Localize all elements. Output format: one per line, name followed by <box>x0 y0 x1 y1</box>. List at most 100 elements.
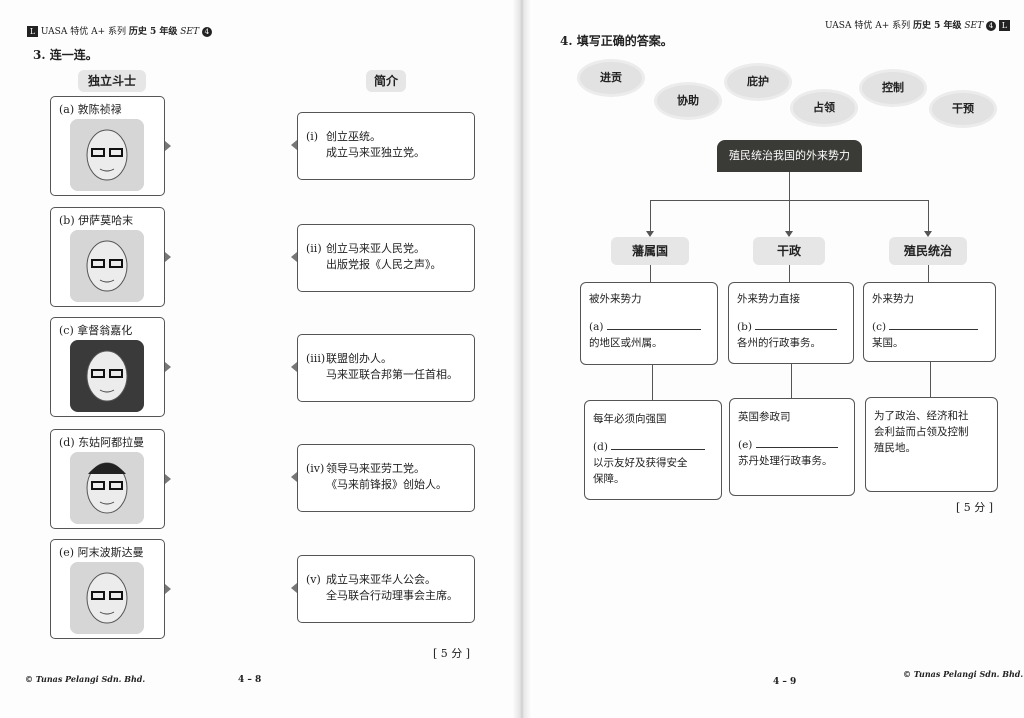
description-line: 创立马来亚人民党。 <box>326 242 425 255</box>
fighter-name: (b) 伊萨莫哈末 <box>59 212 133 228</box>
connect-point-right[interactable] <box>165 474 171 484</box>
fighter-name-text: 拿督翁嘉化 <box>77 324 133 337</box>
description-line: 《马来前锋报》创始人。 <box>326 478 447 491</box>
answer-row: (c) <box>872 319 987 335</box>
connect-point-right[interactable] <box>165 252 171 262</box>
answer-blank[interactable] <box>889 320 979 330</box>
box-text: 殖民地。 <box>874 442 916 454</box>
blank-label: (b) <box>737 321 752 333</box>
blank-label: (e) <box>738 439 753 451</box>
connect-point-left[interactable] <box>291 583 297 593</box>
answer-row: (d) <box>593 439 713 455</box>
fighter-card: (c) 拿督翁嘉化 <box>50 317 165 417</box>
answer-blank[interactable] <box>755 438 838 448</box>
fighter-name: (e) 阿末波斯达曼 <box>59 544 144 560</box>
set-number-badge: 4 <box>201 26 212 37</box>
answer-blank[interactable] <box>755 320 838 330</box>
fighter-card: (d) 东姑阿都拉曼 <box>50 429 165 529</box>
page-number: 4 – 8 <box>238 675 262 685</box>
publisher-logo: L <box>27 26 38 37</box>
box-text: 苏丹处理行政事务。 <box>738 455 833 467</box>
diagram-title: 殖民统治我国的外来势力 <box>717 140 862 172</box>
box-text: 外来势力直接 <box>737 293 800 305</box>
description-line: 出版党报《人民之声》。 <box>326 258 442 271</box>
book-spine <box>512 0 532 718</box>
answer-row: (e) <box>738 437 846 453</box>
fighter-name: (a) 敦陈祯禄 <box>59 101 122 117</box>
description-card: (ii) 创立马来亚人民党。 出版党报《人民之声》。 <box>297 224 475 292</box>
fighter-name: (c) 拿督翁嘉化 <box>59 322 132 338</box>
category-pill: 殖民统治 <box>889 237 967 265</box>
box-text: 保障。 <box>593 473 625 485</box>
connect-point-left[interactable] <box>291 252 297 262</box>
description-line: 马来亚联合邦第一任首相。 <box>326 368 458 381</box>
answer-row: (b) <box>737 319 845 335</box>
connect-point-right[interactable] <box>165 141 171 151</box>
fighter-name-text: 伊萨莫哈末 <box>78 214 134 227</box>
category-pill: 干政 <box>753 237 825 265</box>
question-4: 4. 填写正确的答案。 <box>560 34 673 48</box>
box-text: 某国。 <box>872 337 904 349</box>
box-text: 会利益而占领及控制 <box>874 426 969 438</box>
header-set: SET <box>180 27 200 37</box>
marks: [ 5 分 ] <box>956 501 994 514</box>
blank-label: (c) <box>872 321 887 333</box>
box-text: 外来势力 <box>872 293 914 305</box>
connector <box>652 365 653 400</box>
header-subject: 历史 5 年级 <box>128 27 178 37</box>
info-box-bottom: 每年必须向强国 (d) 以示友好及获得安全 保障。 <box>584 400 722 500</box>
arrow-down-icon <box>785 231 793 237</box>
connector <box>650 200 651 232</box>
info-box-bottom: 英国参政司 (e) 苏丹处理行政事务。 <box>729 398 855 496</box>
box-text: 英国参政司 <box>738 411 791 423</box>
heading-fighters: 独立斗士 <box>78 70 146 92</box>
description-card: (iv)领导马来亚劳工党。 《马来前锋报》创始人。 <box>297 444 475 512</box>
page-number: 4 – 9 <box>773 677 797 687</box>
description-line: 全马联合行动理事会主席。 <box>326 589 458 602</box>
box-text: 各州的行政事务。 <box>737 337 821 349</box>
connect-point-left[interactable] <box>291 362 297 372</box>
word-bank-cloud: 进贡 <box>580 62 642 94</box>
blank-label: (a) <box>589 321 604 333</box>
description-line: 成立马来亚华人公会。 <box>326 573 436 586</box>
box-text: 的地区或州属。 <box>589 337 663 349</box>
page-header: L UASA 特优 A+ 系列 历史 5 年级 SET 4 <box>27 24 212 37</box>
description-label: (ii) <box>306 242 322 255</box>
fighter-label: (b) <box>59 214 75 227</box>
answer-blank[interactable] <box>611 440 706 450</box>
portrait-image <box>70 119 144 191</box>
connector <box>928 265 929 282</box>
connect-point-left[interactable] <box>291 472 297 482</box>
description-line: 领导马来亚劳工党。 <box>326 462 425 475</box>
connector <box>930 362 931 397</box>
description-card: (iii)联盟创办人。 马来亚联合邦第一任首相。 <box>297 334 475 402</box>
connect-point-right[interactable] <box>165 584 171 594</box>
connector <box>789 265 790 282</box>
blank-label: (d) <box>593 441 608 453</box>
heading-descriptions: 简介 <box>366 70 406 92</box>
box-text: 被外来势力 <box>589 293 642 305</box>
box-text: 以示友好及获得安全 <box>593 457 688 469</box>
description-label: (iv) <box>306 462 325 475</box>
answer-blank[interactable] <box>606 320 701 330</box>
portrait-image <box>70 340 144 412</box>
description-line: 成立马来亚独立党。 <box>326 146 425 159</box>
description-card: (v) 成立马来亚华人公会。 全马联合行动理事会主席。 <box>297 555 475 623</box>
box-text: 每年必须向强国 <box>593 413 667 425</box>
fighter-name-text: 敦陈祯禄 <box>77 103 122 116</box>
word-bank-cloud: 干预 <box>932 93 994 125</box>
marks: [ 5 分 ] <box>433 647 471 660</box>
description-label: (v) <box>306 573 321 586</box>
header-set: SET <box>964 21 984 31</box>
fighter-card: (b) 伊萨莫哈末 <box>50 207 165 307</box>
description-label: (iii) <box>306 352 326 365</box>
connect-point-right[interactable] <box>165 362 171 372</box>
arrow-down-icon <box>924 231 932 237</box>
connect-point-left[interactable] <box>291 140 297 150</box>
connector <box>650 200 929 201</box>
info-box-bottom: 为了政治、经济和社会利益而占领及控制殖民地。 <box>865 397 998 492</box>
portrait-image <box>70 452 144 524</box>
description-card: (i)创立巫统。 成立马来亚独立党。 <box>297 112 475 180</box>
fighter-label: (a) <box>59 103 75 116</box>
fighter-label: (e) <box>59 546 75 559</box>
